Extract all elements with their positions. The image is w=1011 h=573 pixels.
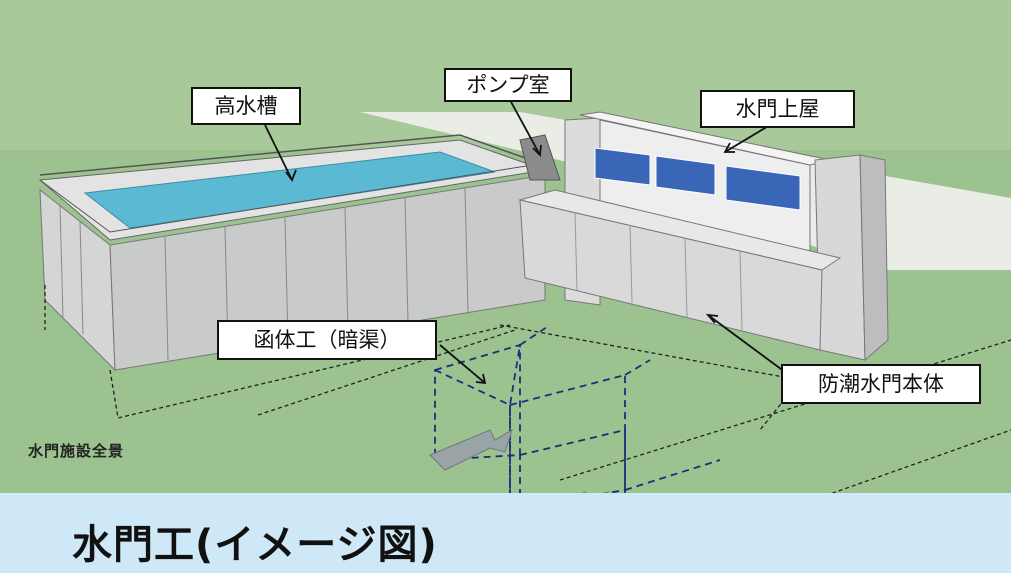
flow-arrow-1 [429,428,513,471]
overview-label: 水門施設全景 [28,442,125,460]
label-gate-house: 水門上屋 [700,90,855,128]
pump-room [519,134,561,181]
label-pump-room: ポンプ室 [444,68,572,102]
caption-title: 水門工(イメージ図) [72,522,438,568]
gate-body-front [519,199,823,351]
label-high-tank: 高水槽 [191,87,301,125]
tank-water [83,151,496,229]
gate-house-windows [594,147,801,211]
label-gate-body: 防潮水門本体 [781,364,981,404]
leader-lines [264,99,786,385]
caption-band [0,493,1011,573]
label-culvert: 函体工（暗渠） [217,320,437,360]
